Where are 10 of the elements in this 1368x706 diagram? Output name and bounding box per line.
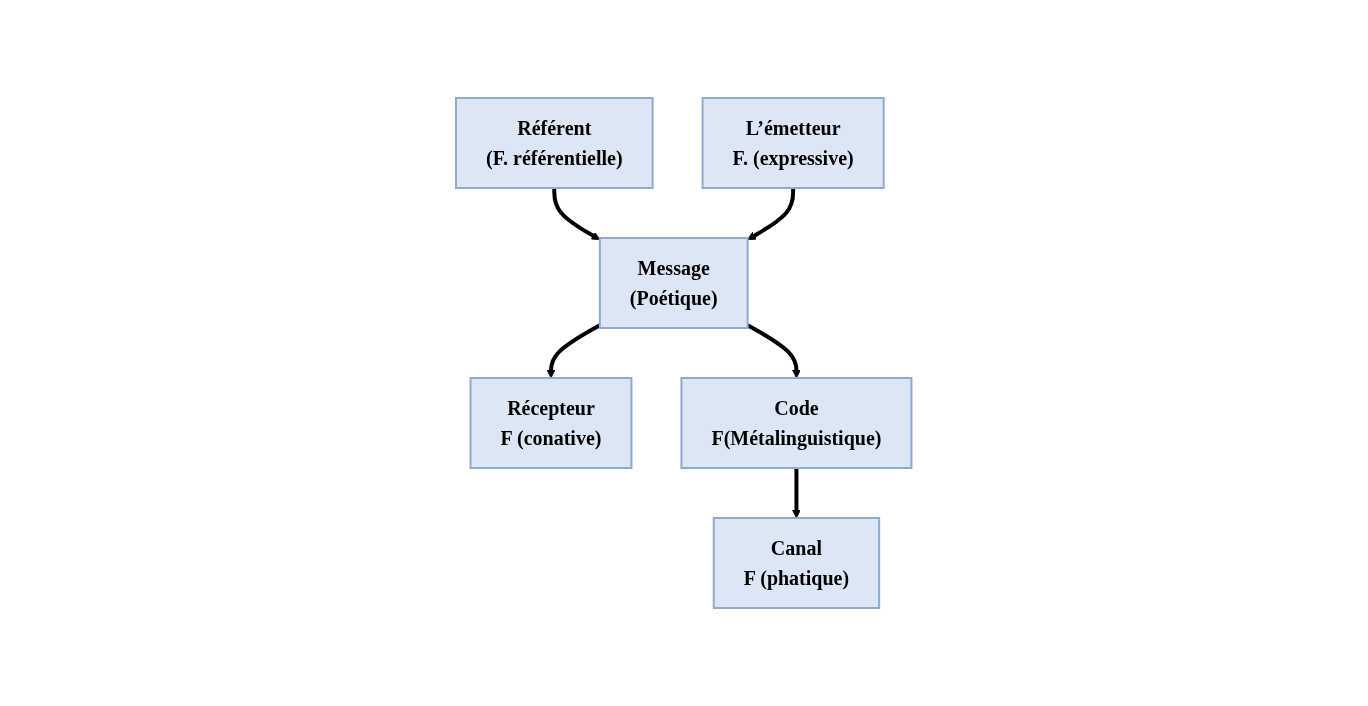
- node-box: Récepteur F (conative): [469, 377, 633, 469]
- arrow: [747, 188, 796, 241]
- arrow: [792, 468, 802, 519]
- node-box: L’émetteur F. (expressive): [701, 97, 885, 189]
- node-box: Code F(Métalinguistique): [680, 377, 913, 469]
- node-box: Message (Poétique): [599, 237, 749, 329]
- node-box: Référent (F. référentielle): [455, 97, 654, 189]
- arrow: [552, 188, 601, 241]
- arrow: [746, 323, 802, 379]
- node-box: Canal F (phatique): [713, 517, 881, 609]
